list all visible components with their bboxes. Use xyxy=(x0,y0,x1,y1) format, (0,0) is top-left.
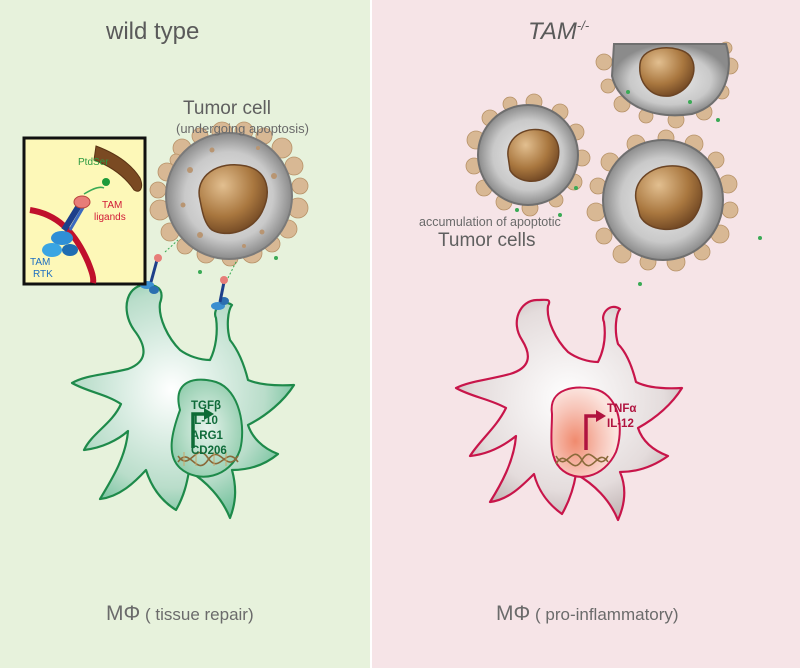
expression-arrow-red xyxy=(584,410,606,450)
tam-ligands-label-line2: ligands xyxy=(94,212,126,223)
apoptotic-tumor-cell-top xyxy=(595,41,739,129)
tam-rtk-label-line2: RTK xyxy=(33,269,53,280)
receptor-ligand-inset xyxy=(22,136,147,286)
macrophage-right-label: MΦ ( pro-inflammatory) xyxy=(496,602,679,626)
macrophage-left-label: MΦ ( tissue repair) xyxy=(106,602,254,626)
apoptotic-tumor-cell-middle xyxy=(465,93,591,217)
tam-receptor-tip-2 xyxy=(211,276,229,310)
macrophage-left-role: ( tissue repair) xyxy=(144,605,254,624)
tumor-cells-label: Tumor cells xyxy=(438,230,536,251)
knockout-title: TAM-/- xyxy=(528,18,589,46)
expression-arrow-green xyxy=(191,408,214,448)
macrophage-left-symbol: MΦ xyxy=(106,602,141,625)
ptdser-markers xyxy=(515,90,762,286)
wild-type-panel xyxy=(0,0,371,668)
gene-tnfa: TNFα xyxy=(607,403,637,415)
gene-cd206: CD206 xyxy=(191,445,227,457)
apoptotic-tumor-cell-left xyxy=(149,121,309,267)
ptdser-label: PtdSer xyxy=(78,157,109,168)
gene-il12: IL-12 xyxy=(607,418,634,430)
knockout-title-superscript: -/- xyxy=(576,18,590,33)
gene-tgfb: TGFβ xyxy=(191,400,222,412)
tumor-cell-label: Tumor cell xyxy=(183,98,271,119)
wild-type-title: wild type xyxy=(106,18,200,45)
apoptotic-tumor-cell-lower xyxy=(586,129,739,272)
macrophage-right-role: ( pro-inflammatory) xyxy=(534,605,679,624)
knockout-panel xyxy=(371,0,800,668)
tumor-cell-sublabel: (undergoing apoptosis) xyxy=(176,121,309,136)
macrophage-right-symbol: MΦ xyxy=(496,602,531,625)
macrophage-pro-inflammatory xyxy=(454,298,684,522)
macrophage-tissue-repair xyxy=(70,283,296,520)
tam-rtk-label-line1: TAM xyxy=(30,257,51,268)
tam-ligands-label-line1: TAM xyxy=(102,200,123,211)
accumulation-label: accumulation of apoptotic xyxy=(419,215,561,229)
knockout-title-text: TAM xyxy=(528,18,577,45)
gene-arg1: ARG1 xyxy=(191,430,223,442)
gene-il10: IL-10 xyxy=(191,415,218,427)
